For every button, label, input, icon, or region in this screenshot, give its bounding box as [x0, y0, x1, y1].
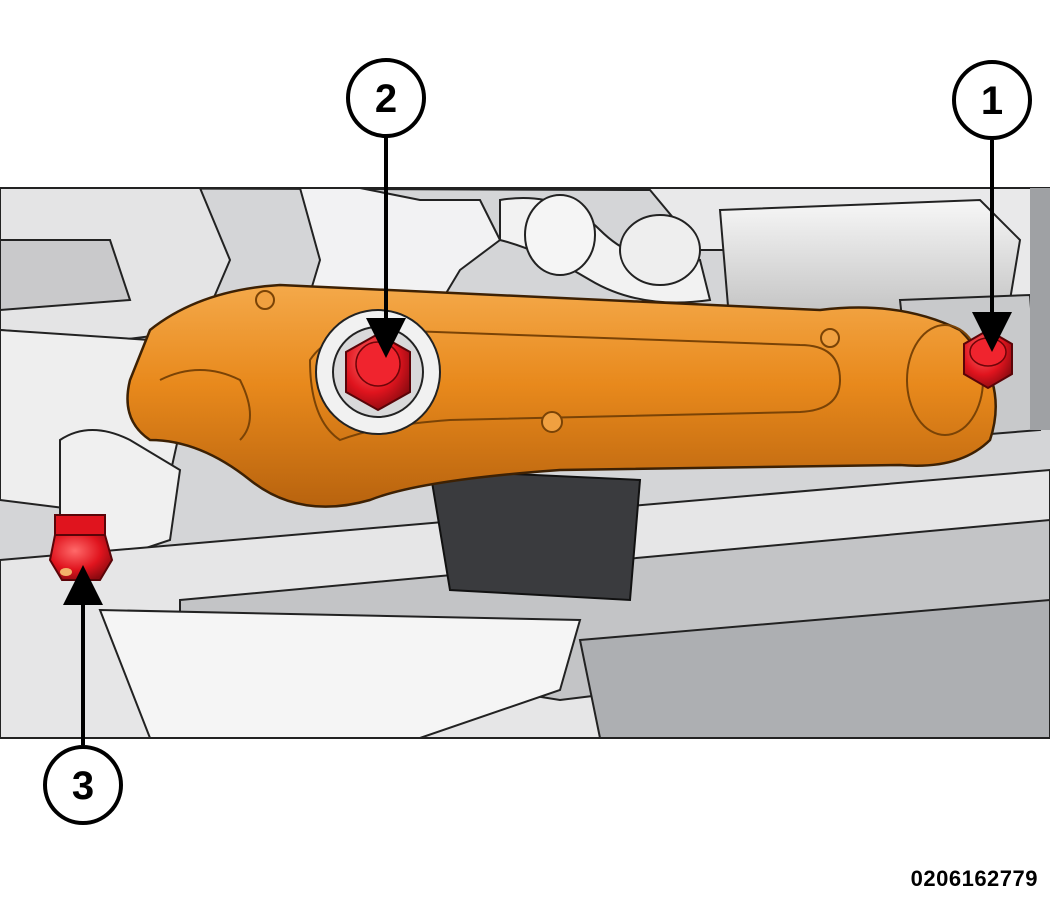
- leader-lines: [63, 135, 1012, 745]
- callout-circle-icon: [952, 60, 1032, 140]
- bolt-1-icon: [963, 328, 1013, 390]
- callout-circle-icon: [346, 58, 426, 138]
- figure-code: 0206162779: [910, 866, 1038, 891]
- callout-3: 3: [43, 745, 123, 825]
- callout-label-3: 3: [72, 764, 94, 808]
- callout-2: 2: [346, 58, 426, 138]
- callout-circle-icon: [43, 745, 123, 825]
- nut-3-icon: [48, 514, 114, 581]
- callout-label-1: 1: [981, 79, 1003, 123]
- callout-label-2: 2: [375, 77, 397, 121]
- callout-1: 1: [952, 60, 1032, 140]
